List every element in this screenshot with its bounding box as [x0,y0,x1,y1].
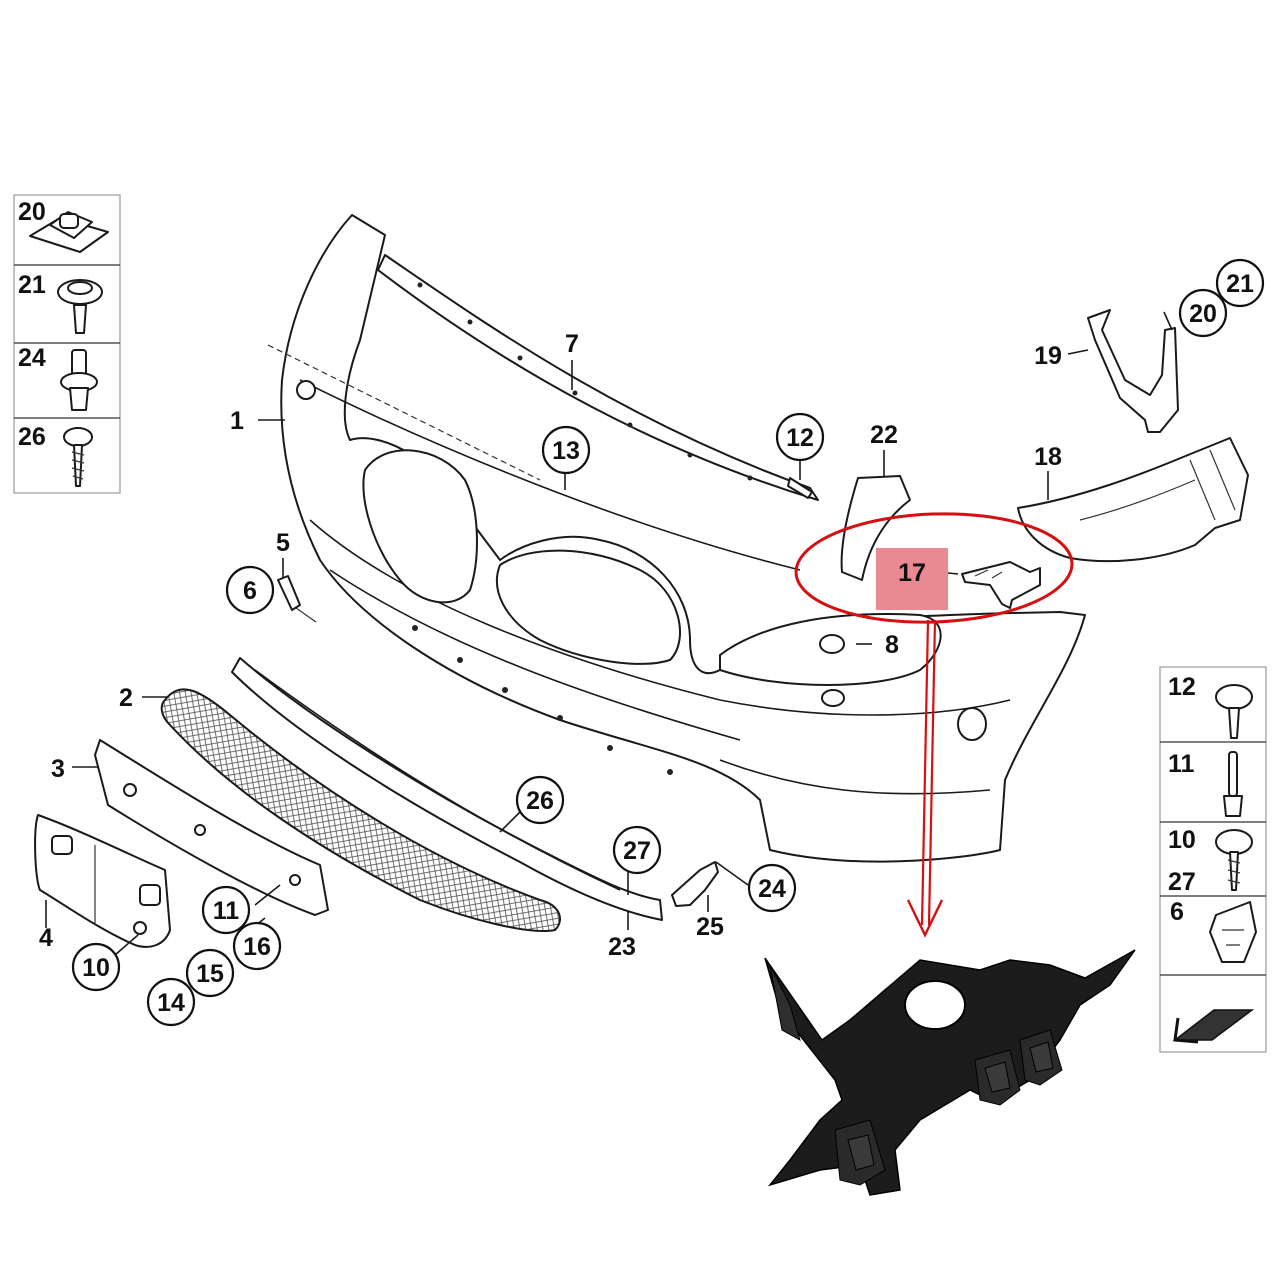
bracket-part-22 [840,475,911,581]
mesh-grille-part-2 [160,688,561,932]
label-23: 23 [608,933,636,961]
label-13: 13 [552,437,580,465]
legend-screw-10-icon [1215,829,1253,891]
legend-nut-21-icon [57,279,103,334]
label-20: 20 [1189,300,1217,328]
left-legend-panel: 20 21 24 26 [13,194,121,494]
label-16: 16 [243,933,271,961]
bracket-part-25 [671,861,719,907]
label-8: 8 [885,631,899,659]
label-4: 4 [39,924,53,952]
upper-strip-part-7 [377,254,819,501]
legend-label-26: 26 [18,423,46,451]
label-texts: 21 20 12 13 6 26 27 24 11 16 10 15 14 1 … [39,270,1254,1017]
label-14: 14 [157,989,185,1017]
licence-bracket-part-3 [94,739,329,916]
label-10: 10 [82,954,110,982]
label-5: 5 [276,529,290,557]
label-12: 12 [786,424,814,452]
circled-labels [71,258,1265,1027]
bracket-part-19 [1087,309,1179,433]
label-19: 19 [1034,342,1062,370]
legend-label-20: 20 [18,198,46,226]
air-duct-part-18 [1017,437,1249,563]
label-21: 21 [1226,270,1254,298]
label-24: 24 [758,875,786,903]
label-2: 2 [119,684,133,712]
label-6: 6 [243,577,257,605]
label-1: 1 [230,407,244,435]
legend-clip-20-icon [29,211,109,253]
label-27: 27 [623,837,651,865]
label-7: 7 [565,330,579,358]
legend-label-24: 24 [18,344,46,372]
strip-end-part-12 [787,477,813,499]
legend-label-11: 11 [1168,750,1195,778]
label-17: 17 [898,559,926,587]
label-26: 26 [526,787,554,815]
legend-label-10: 10 [1168,826,1196,854]
legend-clip-6-icon [1209,901,1257,963]
trim-strip-part-23 [231,657,663,921]
licence-plate-base-part-4 [34,814,171,948]
part-17-photo [764,949,1136,1196]
label-15: 15 [196,960,224,988]
bumper-cover-part-1 [267,214,1086,863]
bracket-part-17 [961,561,1041,609]
right-legend-panel: 12 11 10 27 6 [1159,666,1267,1053]
legend-label-27: 27 [1168,868,1196,896]
label-25: 25 [696,913,724,941]
label-3: 3 [51,755,65,783]
legend-label-21: 21 [18,271,46,299]
mounting-holes [412,625,673,775]
label-11: 11 [213,897,240,925]
legend-screw-26-icon [63,427,93,487]
legend-stud-24-icon [60,349,98,411]
legend-arrow-icon [1172,1009,1255,1044]
highlight-callout [794,512,1074,938]
legend-label-12: 12 [1168,673,1196,701]
legend-screw-12-icon [1215,684,1253,739]
label-22: 22 [870,421,898,449]
highlight-box [876,548,948,610]
legend-rivet-11-icon [1223,751,1243,817]
legend-label-6: 6 [1170,898,1184,926]
clip-part-5 [277,575,317,623]
label-18: 18 [1034,443,1062,471]
